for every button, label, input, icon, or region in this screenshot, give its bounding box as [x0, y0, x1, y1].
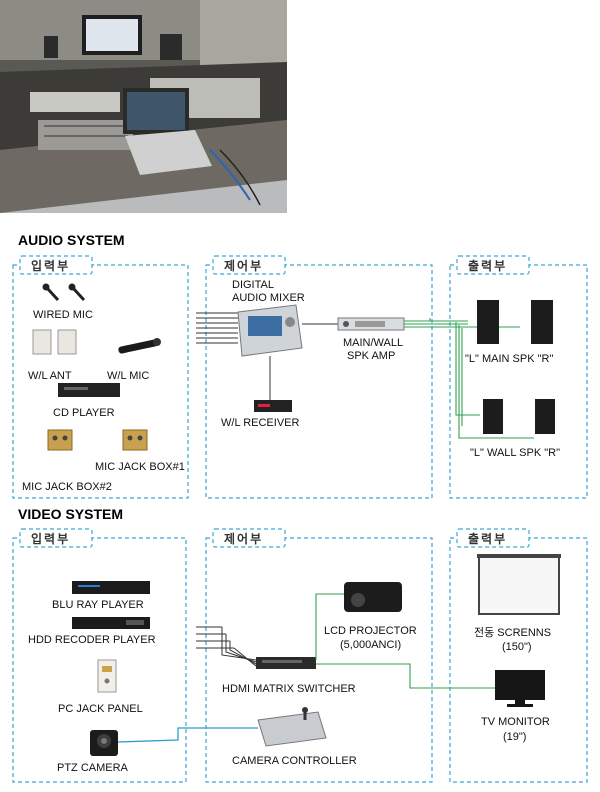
video-control-header: 제어부 [224, 531, 263, 546]
wireless-antenna-icon [32, 329, 77, 355]
hdmi-matrix-switcher-icon [256, 657, 316, 669]
main-speaker-label: "L" MAIN SPK "R" [465, 353, 553, 365]
speaker-amp-label-line2: SPK AMP [347, 350, 395, 362]
digital-mixer-icon [237, 304, 303, 357]
wired-mic-label: WIRED MIC [33, 309, 93, 321]
digital-mixer-label-line1: DIGITAL [232, 279, 274, 291]
audio-control-header: 제어부 [224, 258, 263, 273]
tv-monitor-label-line1: TV MONITOR [481, 716, 550, 728]
wireless-mic-icon [118, 338, 161, 354]
main-speaker-icon [477, 300, 553, 344]
audio-system-title: AUDIO SYSTEM [18, 232, 125, 248]
camera-controller-icon [257, 707, 327, 747]
camera-control-wire [117, 727, 258, 743]
wireless-mic-label: W/L MIC [107, 370, 149, 382]
wireless-receiver-icon [254, 400, 292, 412]
projection-screen-icon [477, 554, 561, 615]
wall-speaker-label: "L" WALL SPK "R" [470, 447, 560, 459]
wired-mic-icon [42, 283, 86, 302]
ptz-camera-label: PTZ CAMERA [57, 762, 129, 774]
cd-player-label: CD PLAYER [53, 407, 115, 419]
pc-jack-panel-icon [97, 659, 117, 693]
hdmi-matrix-switcher-label: HDMI MATRIX SWITCHER [222, 683, 356, 695]
wireless-antenna-label: W/L ANT [28, 370, 72, 382]
wireless-receiver-label: W/L RECEIVER [221, 417, 299, 429]
video-input-header: 입력부 [31, 532, 70, 546]
ptz-camera-icon [90, 730, 118, 756]
console-photo [0, 0, 287, 213]
video-system-title: VIDEO SYSTEM [18, 506, 123, 522]
tv-monitor-label-line2: (19") [503, 731, 526, 743]
wall-speaker-icon [483, 399, 555, 434]
blu-ray-player-label: BLU RAY PLAYER [52, 599, 144, 611]
camera-controller-label: CAMERA CONTROLLER [232, 755, 357, 767]
digital-mixer-label-line2: AUDIO MIXER [232, 292, 305, 304]
lcd-projector-icon [344, 582, 402, 612]
mic-jack-box-1-label: MIC JACK BOX#1 [95, 461, 185, 473]
mic-jack-box-2-label: MIC JACK BOX#2 [22, 481, 112, 493]
lcd-projector-label-line1: LCD PROJECTOR [324, 625, 417, 637]
audio-control-group [205, 264, 433, 499]
video-input-wires [196, 626, 257, 667]
audio-input-wires [196, 312, 238, 344]
cd-player-icon [58, 383, 120, 397]
lcd-projector-label-line2: (5,000ANCI) [340, 639, 401, 651]
audio-input-group [12, 264, 189, 499]
projection-screen-label-line2: (150") [502, 641, 532, 653]
hdd-recorder-icon [72, 617, 150, 629]
speaker-amp-label-line1: MAIN/WALL [343, 337, 403, 349]
video-input-group [12, 537, 187, 783]
pc-jack-panel-label: PC JACK PANEL [58, 703, 143, 715]
audio-input-header: 입력부 [31, 259, 70, 273]
video-output-header: 출력부 [468, 531, 507, 546]
audio-output-header: 출력부 [468, 258, 507, 273]
blu-ray-player-icon [72, 581, 150, 594]
hdd-recorder-label: HDD RECODER PLAYER [28, 634, 156, 646]
projection-screen-label-line1: 전동 SCRENNS [474, 626, 551, 639]
mic-jack-box-icon [47, 429, 148, 451]
video-output-group [449, 537, 588, 783]
speaker-amp-icon [337, 317, 405, 331]
monitor-wire [316, 663, 495, 689]
audio-output-group [449, 264, 588, 499]
projector-wire [315, 593, 344, 660]
speaker-wires [404, 318, 534, 439]
video-control-group [205, 537, 433, 783]
tv-monitor-icon [495, 670, 545, 707]
